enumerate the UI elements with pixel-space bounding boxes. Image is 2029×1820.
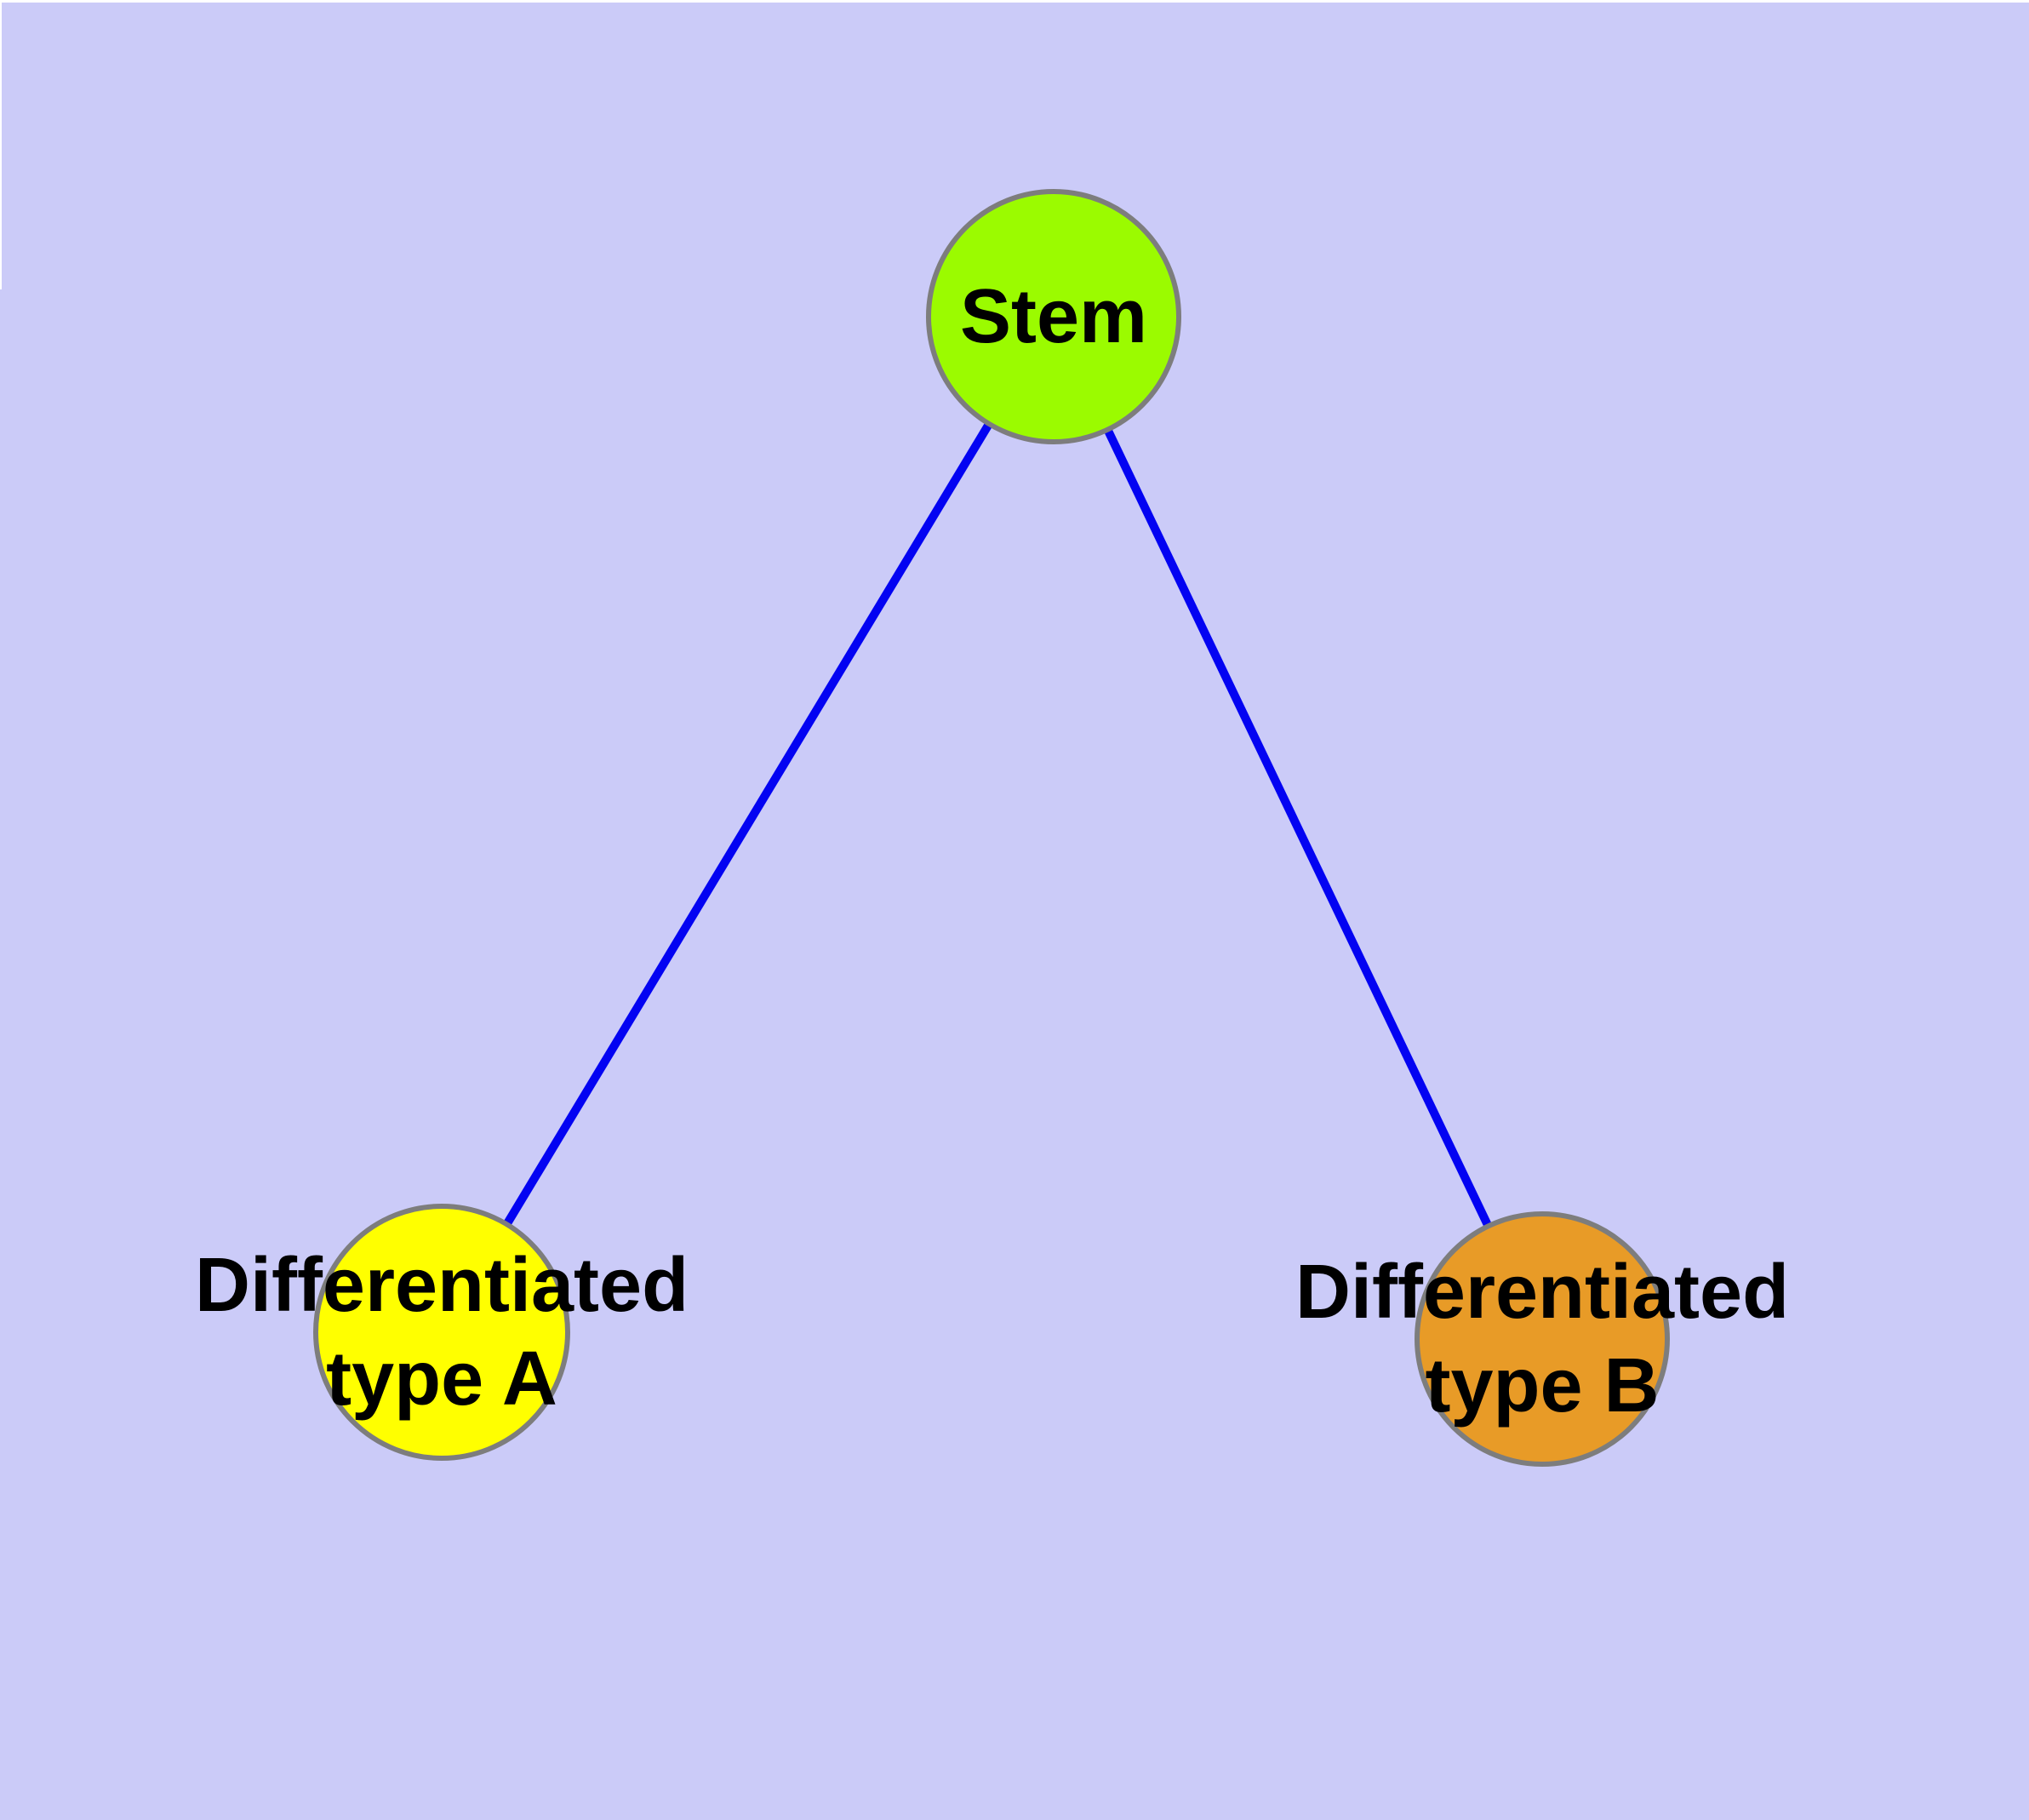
node-label-line: Stem <box>959 274 1148 359</box>
node-label-line: type B <box>1425 1343 1660 1428</box>
node-label-line: Differentiated <box>1295 1250 1790 1335</box>
node-label-line: Differentiated <box>194 1243 689 1328</box>
edge-stem-to-type-a[interactable] <box>437 314 1058 1335</box>
window-top-edge <box>0 0 2029 3</box>
window-left-edge <box>0 0 2 289</box>
node-label-stem: Stem <box>960 270 1147 363</box>
node-label-line: type A <box>326 1336 557 1422</box>
node-stem[interactable]: Stem <box>926 189 1181 444</box>
edge-stem-to-type-b[interactable] <box>1049 314 1546 1342</box>
